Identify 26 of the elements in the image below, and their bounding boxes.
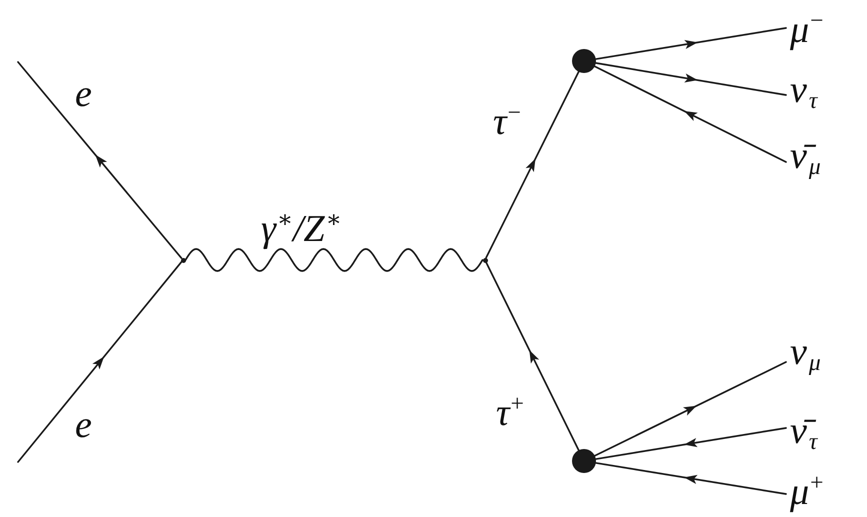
particle-label: μ$^{+}$	[786, 469, 824, 517]
arrow-line	[595, 27, 787, 60]
particle-label: ν$_{μ}$	[786, 329, 821, 378]
vertex-blob	[572, 449, 596, 473]
edge-label: e	[75, 72, 92, 118]
arrow-line	[594, 62, 787, 96]
particle-label: ν̄$_{τ}$	[786, 408, 818, 456]
particle-label: μ$^{−}$	[786, 7, 824, 56]
vertex-point	[180, 258, 186, 262]
particle-label: ν̄$_{μ}$	[786, 133, 821, 182]
wavy-line	[184, 248, 484, 272]
arrow-line	[594, 361, 787, 457]
arrow-line	[485, 261, 580, 452]
edge-label: τ$^{−}$	[493, 99, 521, 146]
arrow-line	[595, 427, 787, 460]
particle-label: ν$_{τ}$	[786, 67, 818, 116]
arrow-line	[595, 462, 787, 495]
arrow-line	[485, 70, 580, 259]
edge-label: γ$^{∗}$/Z$^{∗}$	[261, 206, 342, 252]
vertex-point	[482, 258, 488, 262]
arrow-line	[594, 66, 787, 163]
arrow-line	[17, 61, 182, 259]
edge-label: e	[75, 403, 92, 448]
vertex-blob	[572, 49, 596, 73]
edge-label: τ$^{+}$	[496, 390, 524, 436]
arrow-line	[17, 261, 182, 463]
